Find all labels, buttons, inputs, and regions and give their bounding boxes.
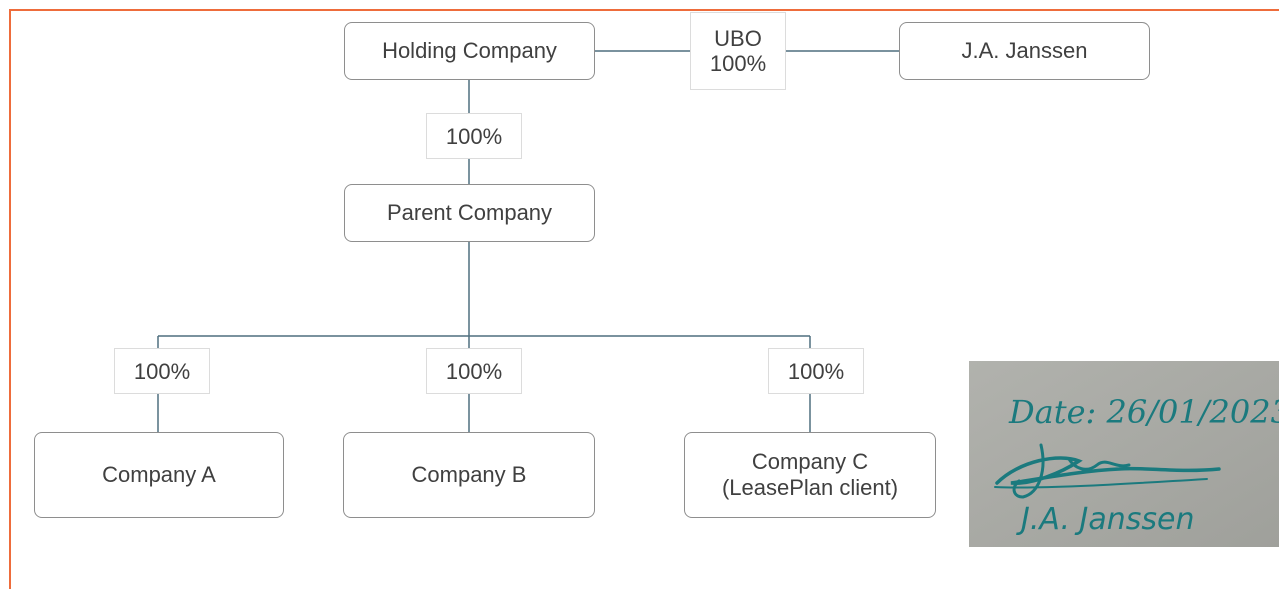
holding-company-label: Holding Company — [382, 38, 557, 63]
parent-b-percentage: 100% — [426, 348, 522, 394]
parent-company-node: Parent Company — [344, 184, 595, 242]
parent-a-percentage-text: 100% — [133, 358, 191, 384]
parent-company-label: Parent Company — [386, 200, 553, 225]
company-c-label: Company C — [751, 449, 869, 474]
frame-left-border — [9, 9, 11, 589]
company-c-sublabel: (LeasePlan client) — [721, 475, 899, 500]
holding-company-node: Holding Company — [344, 22, 595, 80]
company-a-node: Company A — [34, 432, 284, 518]
ubo-person-node: J.A. Janssen — [899, 22, 1150, 80]
svg-text:J.A. Janssen: J.A. Janssen — [1016, 502, 1195, 537]
company-c-node: Company C (LeasePlan client) — [684, 432, 936, 518]
svg-text:Date: 26/01/2023: Date: 26/01/2023 — [1008, 393, 1279, 431]
holding-parent-percentage: 100% — [426, 113, 522, 159]
handwritten-signature-image: Date: 26/01/2023 J.A. Janssen — [969, 361, 1279, 547]
parent-c-percentage: 100% — [768, 348, 864, 394]
ubo-person-label: J.A. Janssen — [961, 38, 1088, 63]
frame-top-border — [9, 9, 1279, 11]
company-a-label: Company A — [102, 462, 216, 487]
ubo-ownership-label: UBO 100% — [690, 12, 786, 90]
parent-c-percentage-text: 100% — [787, 358, 845, 384]
holding-parent-percentage-text: 100% — [445, 123, 503, 149]
company-b-label: Company B — [411, 462, 527, 487]
parent-a-percentage: 100% — [114, 348, 210, 394]
ubo-percentage: 100% — [709, 51, 767, 76]
company-b-node: Company B — [343, 432, 595, 518]
parent-b-percentage-text: 100% — [445, 358, 503, 384]
ubo-label: UBO — [714, 26, 762, 51]
